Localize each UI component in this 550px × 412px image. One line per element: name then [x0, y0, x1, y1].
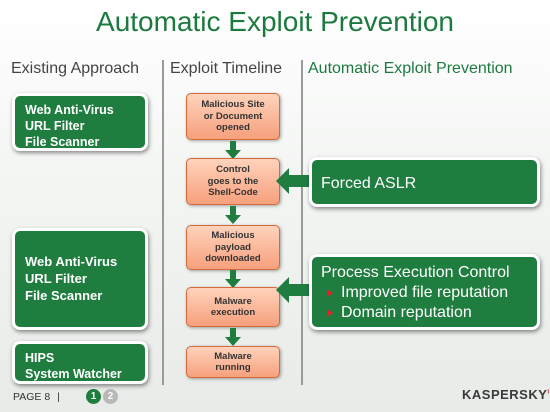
timeline-step-5-line-2: running [215, 362, 251, 373]
existing-box-2-line-2: URL Filter [25, 271, 87, 286]
existing-box-2: Web Anti-Virus URL Filter File Scanner [12, 228, 148, 330]
aep-pec-bullet-2: Domain reputation [321, 303, 537, 323]
down-arrow-icon [225, 141, 241, 159]
logo-lab: lab [547, 389, 550, 396]
left-arrow-icon [276, 277, 312, 303]
timeline-step-3-line-2: payload [215, 241, 251, 253]
existing-box-3: HIPS System Watcher [12, 341, 148, 384]
page-number: 8 [44, 391, 51, 403]
timeline-step-3-line-1: Malicious [211, 230, 255, 242]
page-dot-1[interactable]: 1 [86, 389, 101, 404]
timeline-step-5-line-1: Malware [214, 350, 252, 362]
down-arrow-icon [225, 328, 241, 346]
aep-box-aslr: Forced ASLR [309, 157, 540, 207]
down-arrow-icon [225, 206, 241, 224]
timeline-step-1-line-3: opened [216, 122, 250, 134]
timeline-step-1-line-1: Malicious Site [201, 99, 265, 111]
existing-box-2-line-1: Web Anti-Virus [25, 254, 118, 269]
page-indicator: PAGE 8 | [13, 391, 60, 403]
aep-pec-bullet-1: Improved file reputation [321, 283, 537, 303]
aep-pec-bullet-1-text: Improved file reputation [341, 284, 509, 301]
column-header-existing: Existing Approach [11, 60, 140, 77]
timeline-step-3-line-3: downloaded [205, 253, 261, 265]
timeline-step-2-line-2: goes to the [207, 175, 259, 187]
existing-box-1-line-1: Web Anti-Virus [25, 103, 114, 117]
timeline-step-4-line-2: execution [210, 307, 256, 318]
logo-text: KASPERSKY [462, 387, 548, 402]
aep-pec-title: Process Execution Control [321, 264, 510, 281]
aep-pec-bullet-2-text: Domain reputation [341, 304, 472, 321]
column-divider-right [301, 60, 303, 385]
aep-box-pec: Process Execution Control Improved file … [309, 254, 540, 330]
timeline-step-4-line-1: Malware [214, 295, 252, 307]
timeline-step-1: Malicious Site or Document opened [186, 93, 280, 140]
existing-box-3-line-2: System Watcher [25, 367, 122, 381]
existing-box-2-line-3: File Scanner [25, 288, 103, 303]
kaspersky-logo: KASPERSKYlab [462, 387, 550, 402]
timeline-step-5: Malware running [186, 346, 280, 378]
column-divider-left [162, 60, 164, 385]
existing-box-1: Web Anti-Virus URL Filter File Scanner [12, 93, 148, 151]
existing-box-3-line-1: HIPS [25, 351, 55, 365]
page-separator: | [57, 391, 60, 403]
timeline-step-2-line-1: Control [216, 164, 250, 176]
timeline-step-3: Malicious payload downloaded [186, 225, 280, 270]
column-header-aep: Automatic Exploit Prevention [308, 60, 513, 77]
bullet-icon [327, 309, 333, 317]
timeline-step-1-line-2: or Document [203, 110, 263, 122]
bullet-icon [327, 289, 333, 297]
left-arrow-icon [276, 168, 312, 194]
timeline-step-2: Control goes to the Shell-Code [186, 158, 280, 205]
down-arrow-icon [225, 270, 241, 288]
aep-aslr-label: Forced ASLR [321, 175, 417, 192]
timeline-step-2-line-3: Shell-Code [208, 187, 258, 199]
page-label: PAGE [13, 391, 42, 403]
existing-box-1-line-3: File Scanner [25, 135, 100, 149]
page-dot-2[interactable]: 2 [103, 389, 118, 404]
column-header-timeline: Exploit Timeline [170, 60, 283, 77]
timeline-step-4: Malware execution [186, 287, 280, 327]
slide-title: Automatic Exploit Prevention [96, 6, 454, 37]
existing-box-1-line-2: URL Filter [25, 119, 85, 133]
